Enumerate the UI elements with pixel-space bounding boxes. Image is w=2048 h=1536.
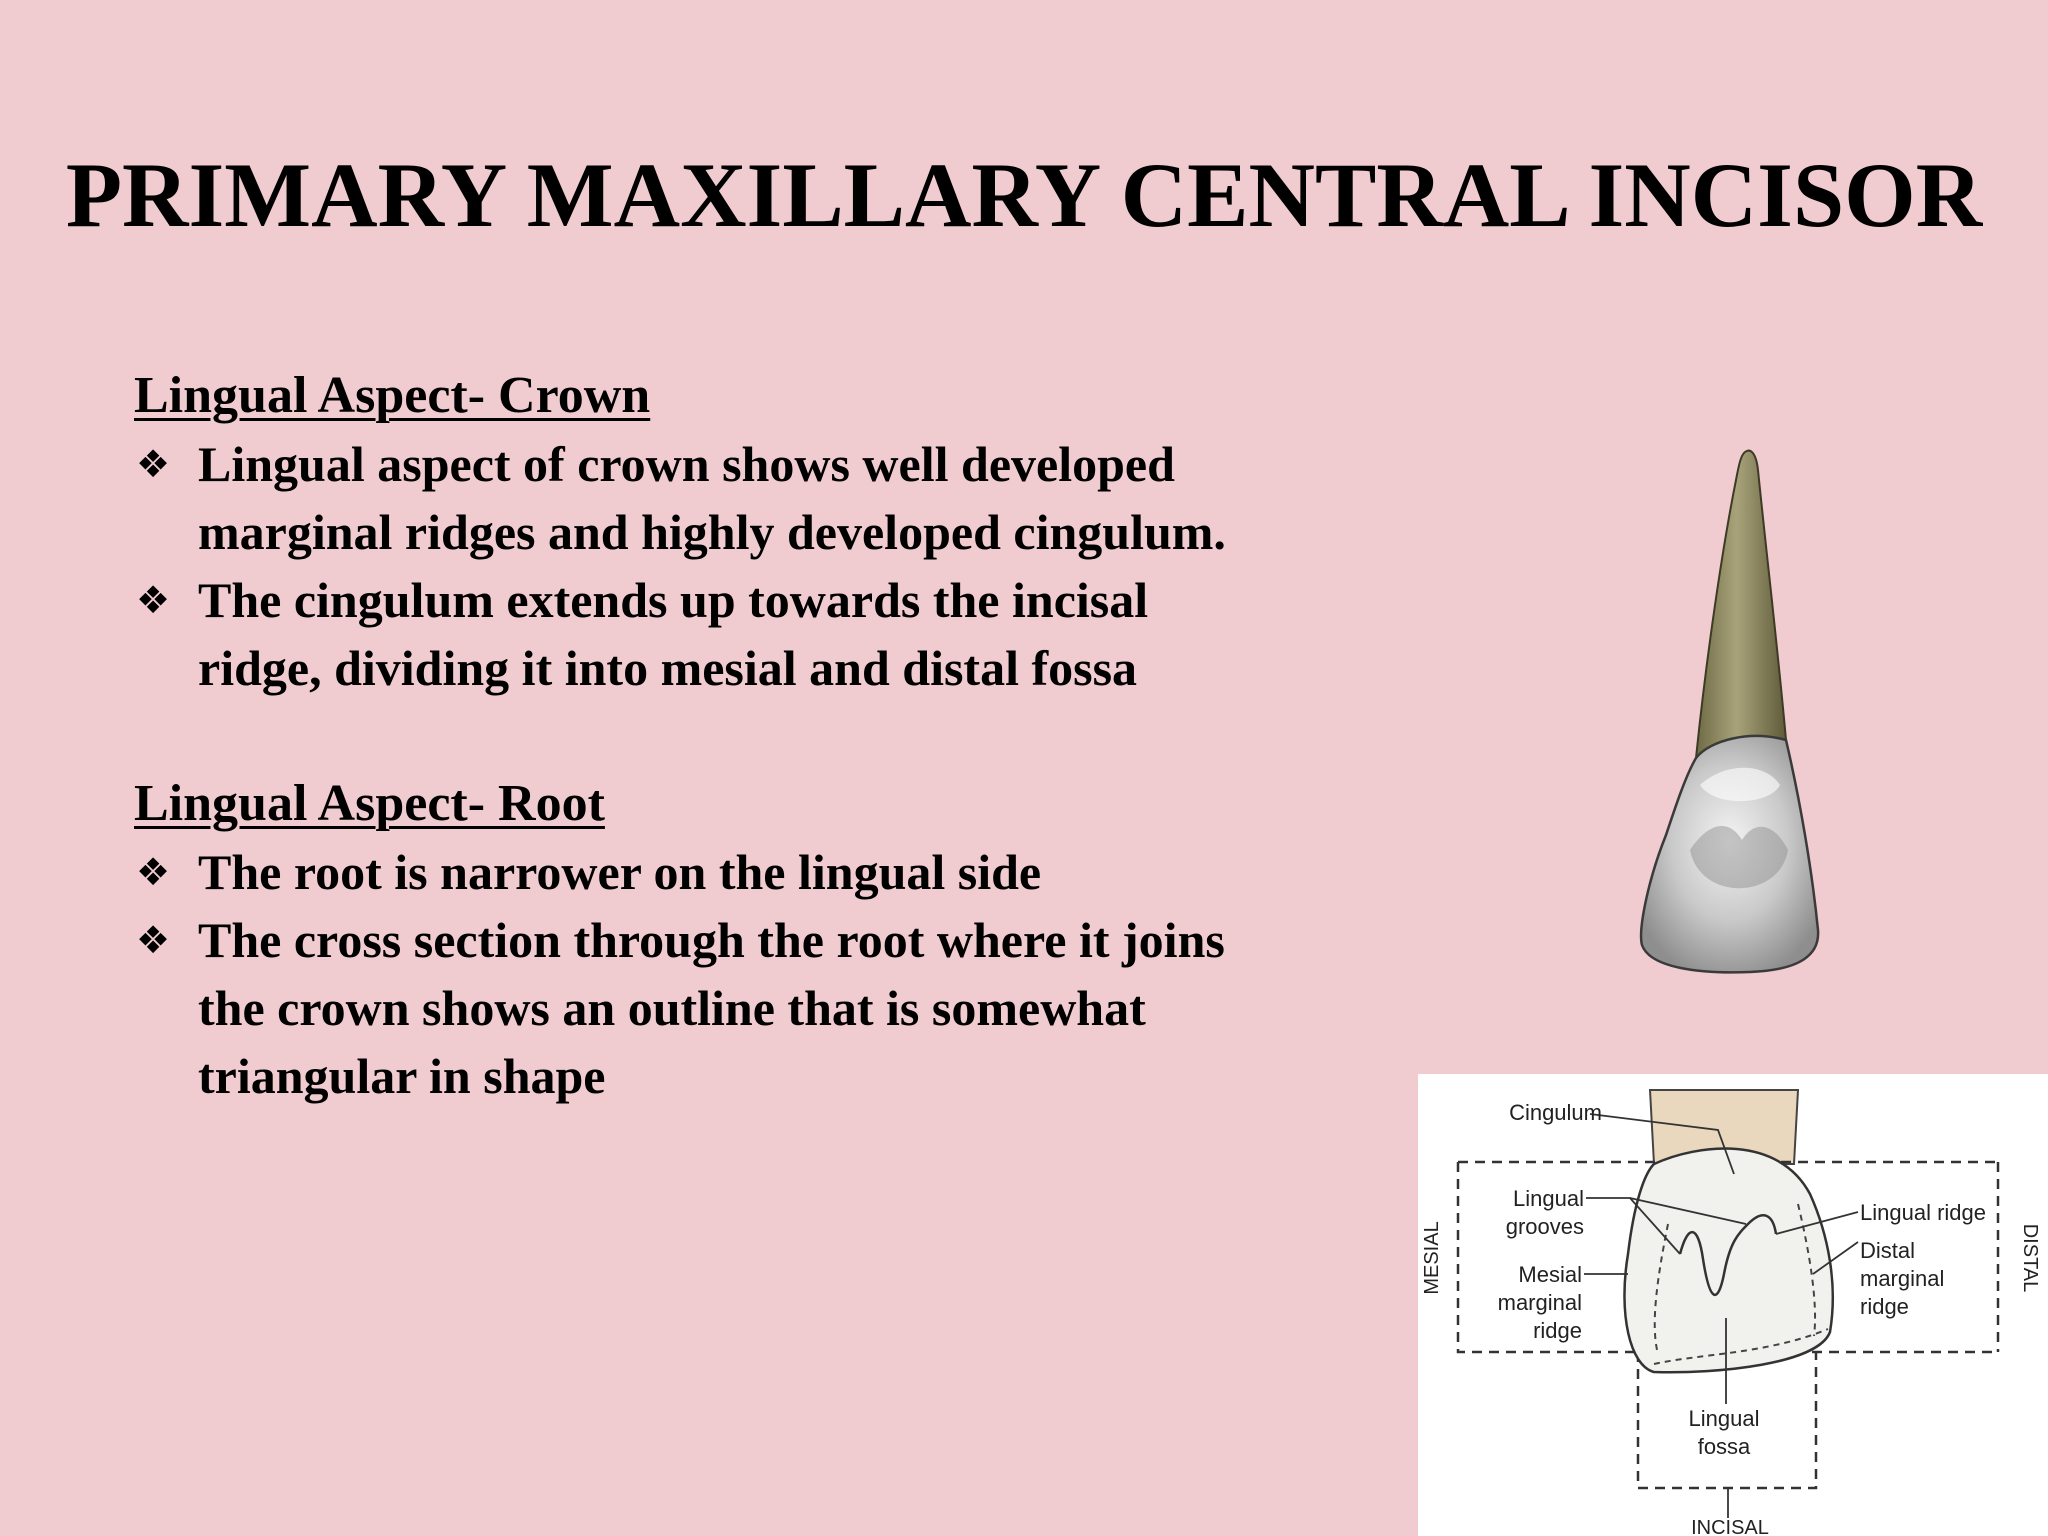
label-lingual-grooves-line2: grooves bbox=[1506, 1214, 1584, 1239]
tooth-fossa-shadow bbox=[1690, 826, 1788, 889]
diagram-leader-lines bbox=[1584, 1113, 1859, 1518]
label-mesial-marginal-ridge-line2: marginal bbox=[1498, 1290, 1582, 1315]
bullet-line: the crown shows an outline that is somew… bbox=[198, 980, 1146, 1036]
label-distal-marginal-ridge-line1: Distal bbox=[1860, 1238, 1915, 1263]
label-mesial-marginal-ridge-line3: ridge bbox=[1533, 1318, 1582, 1343]
label-cingulum: Cingulum bbox=[1509, 1100, 1602, 1125]
tooth-root bbox=[1694, 449, 1788, 760]
diagram-crown bbox=[1623, 1147, 1835, 1374]
label-incisal: INCISAL bbox=[1691, 1517, 1769, 1536]
tooth-cingulum-highlight bbox=[1700, 767, 1780, 802]
diagram-fossa-dashes bbox=[1653, 1328, 1829, 1365]
label-lingual-fossa-line1: Lingual bbox=[1689, 1406, 1760, 1431]
slide-body: Lingual Aspect- Crown ❖ Lingual aspect o… bbox=[134, 362, 1394, 1110]
label-lingual-fossa-line2: fossa bbox=[1698, 1434, 1751, 1459]
label-distal-marginal-ridge-line3: ridge bbox=[1860, 1294, 1909, 1319]
slide-title: PRIMARY MAXILLARY CENTRAL INCISOR bbox=[65, 144, 1983, 246]
section-heading-root: Lingual Aspect- Root bbox=[134, 775, 605, 832]
diamond-bullet-icon: ❖ bbox=[136, 442, 171, 486]
diagram-root bbox=[1648, 1089, 1800, 1165]
diagram-dashed-outline bbox=[1456, 1160, 2000, 1490]
section-spacer bbox=[134, 702, 1394, 770]
bullet-line: triangular in shape bbox=[198, 1048, 606, 1104]
diamond-bullet-icon: ❖ bbox=[136, 918, 171, 962]
label-mesial-marginal-ridge-line1: Mesial bbox=[1518, 1262, 1582, 1287]
bullet-item: ❖ The cross section through the root whe… bbox=[134, 906, 1394, 1110]
tooth-crown bbox=[1639, 734, 1820, 974]
bullet-item: ❖ The cingulum extends up towards the in… bbox=[134, 566, 1394, 702]
label-lingual-grooves-line1: Lingual bbox=[1513, 1186, 1584, 1211]
label-distal-marginal-ridge-line2: marginal bbox=[1860, 1266, 1944, 1291]
section-heading-crown: Lingual Aspect- Crown bbox=[134, 367, 651, 424]
bullet-line: The cingulum extends up towards the inci… bbox=[198, 572, 1149, 628]
bullet-line: ridge, dividing it into mesial and dista… bbox=[198, 640, 1138, 696]
bullet-line: Lingual aspect of crown shows well devel… bbox=[198, 436, 1175, 492]
label-mesial: MESIAL bbox=[1421, 1221, 1443, 1294]
label-distal: DISTAL bbox=[2019, 1224, 2041, 1293]
tooth-illustration bbox=[1639, 449, 1820, 974]
bullet-line: The cross section through the root where… bbox=[198, 912, 1225, 968]
bullet-item: ❖ Lingual aspect of crown shows well dev… bbox=[134, 430, 1394, 566]
lingual-crown-diagram: Cingulum Lingual grooves Mesial marginal… bbox=[1418, 1074, 2048, 1536]
bullet-line: The root is narrower on the lingual side bbox=[198, 844, 1042, 900]
diamond-bullet-icon: ❖ bbox=[136, 850, 171, 894]
bullet-item: ❖ The root is narrower on the lingual si… bbox=[134, 838, 1394, 906]
diamond-bullet-icon: ❖ bbox=[136, 578, 171, 622]
diagram-marginal-ridges bbox=[1653, 1203, 1817, 1355]
diagram-lingual-ridge bbox=[1678, 1214, 1778, 1296]
label-lingual-ridge: Lingual ridge bbox=[1860, 1200, 1986, 1225]
bullet-line: marginal ridges and highly developed cin… bbox=[198, 504, 1226, 560]
